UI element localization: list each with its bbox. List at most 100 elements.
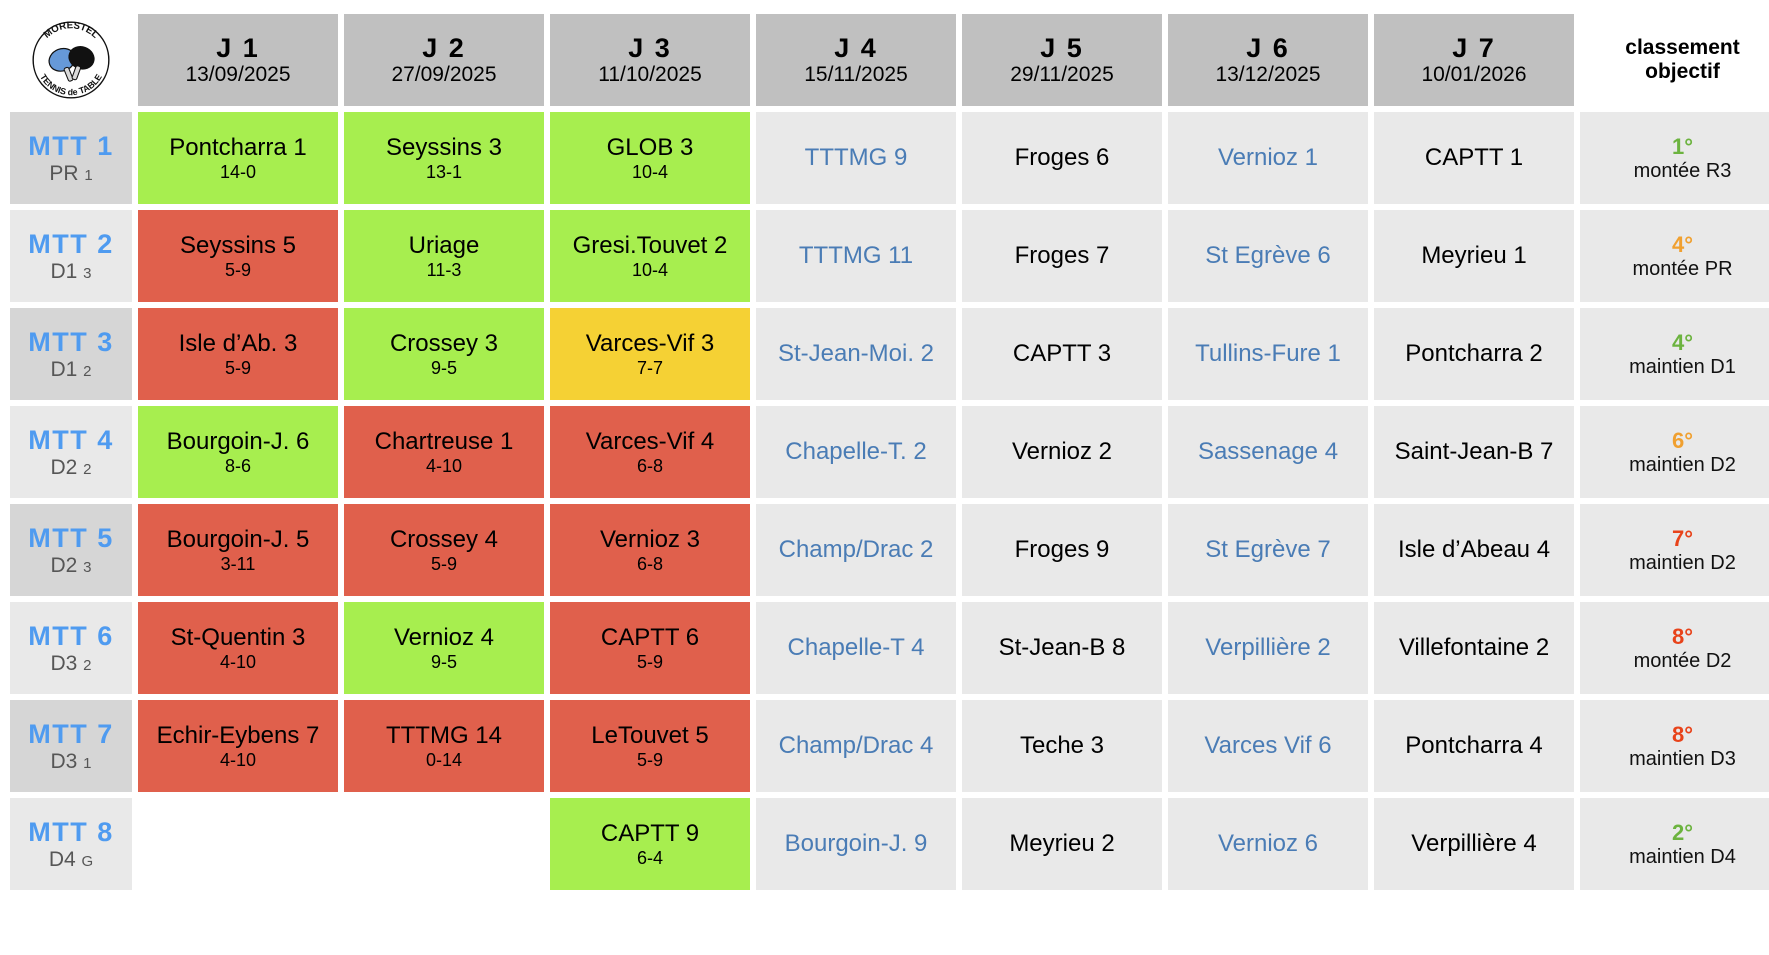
match-cell-r4-j6[interactable]: Sassenage 4 (1168, 406, 1368, 498)
club-logo: MORESTEL TENNIS de TABLE (10, 14, 132, 106)
match-opponent: Seyssins 3 (385, 134, 503, 162)
match-cell-r8-j6[interactable]: Vernioz 6 (1168, 798, 1368, 890)
match-cell-r2-j4[interactable]: TTTMG 11 (756, 210, 956, 302)
match-cell-r7-j5[interactable]: Teche 3 (962, 700, 1162, 792)
match-cell-r2-j6[interactable]: St Egrève 6 (1168, 210, 1368, 302)
match-opponent: LeTouvet 5 (591, 722, 709, 750)
match-score: 4-10 (219, 749, 257, 770)
match-opponent: Vernioz 3 (599, 526, 701, 554)
division-label: D2 (50, 455, 78, 479)
match-cell-r1-j7[interactable]: CAPTT 1 (1374, 112, 1574, 204)
team-division: D4 G (49, 849, 93, 870)
match-cell-r5-j5[interactable]: Froges 9 (962, 504, 1162, 596)
match-cell-r7-j7[interactable]: Pontcharra 4 (1374, 700, 1574, 792)
match-cell-r5-j6[interactable]: St Egrève 7 (1168, 504, 1368, 596)
match-cell-r4-j7[interactable]: Saint-Jean-B 7 (1374, 406, 1574, 498)
match-cell-r6-j6[interactable]: Verpillière 2 (1168, 602, 1368, 694)
match-cell-r3-j6[interactable]: Tullins-Fure 1 (1168, 308, 1368, 400)
match-cell-r5-j4[interactable]: Champ/Drac 2 (756, 504, 956, 596)
division-label: D3 (50, 651, 78, 675)
match-cell-r1-j4[interactable]: TTTMG 9 (756, 112, 956, 204)
match-cell-r3-j5[interactable]: CAPTT 3 (962, 308, 1162, 400)
match-opponent: Froges 7 (1014, 242, 1110, 270)
match-cell-r6-j4[interactable]: Chapelle-T 4 (756, 602, 956, 694)
match-opponent: Chapelle-T. 2 (785, 438, 927, 466)
match-score: 13-1 (425, 161, 463, 182)
match-opponent: Verpillière 2 (1205, 634, 1331, 662)
match-cell-r1-j6[interactable]: Vernioz 1 (1168, 112, 1368, 204)
match-cell-r2-j5[interactable]: Froges 7 (962, 210, 1162, 302)
objective-cell-4: 6°maintien D2 (1580, 406, 1769, 498)
match-opponent: Vernioz 6 (1217, 830, 1319, 858)
day-date: 11/10/2025 (598, 63, 702, 86)
match-score: 5-9 (224, 259, 251, 280)
day-label: J 3 (628, 33, 672, 63)
match-cell-r7-j6[interactable]: Varces Vif 6 (1168, 700, 1368, 792)
morestel-tt-logo-icon: MORESTEL TENNIS de TABLE (27, 16, 115, 104)
objective-rank: 2° (1671, 819, 1694, 845)
match-score: 10-4 (631, 259, 669, 280)
match-opponent: GLOB 3 (606, 134, 694, 162)
match-score: 6-8 (636, 553, 663, 574)
objective-goal: maintien D2 (1629, 551, 1736, 574)
match-cell-r2-j7[interactable]: Meyrieu 1 (1374, 210, 1574, 302)
match-cell-r3-j4[interactable]: St-Jean-Moi. 2 (756, 308, 956, 400)
match-cell-r7-j4[interactable]: Champ/Drac 4 (756, 700, 956, 792)
match-cell-r6-j7[interactable]: Villefontaine 2 (1374, 602, 1574, 694)
match-cell-r8-j7[interactable]: Verpillière 4 (1374, 798, 1574, 890)
match-cell-r4-j5[interactable]: Vernioz 2 (962, 406, 1162, 498)
match-cell-r6-j5[interactable]: St-Jean-B 8 (962, 602, 1162, 694)
match-score: 9-5 (430, 651, 457, 672)
match-cell-r1-j5[interactable]: Froges 6 (962, 112, 1162, 204)
team-name: MTT 3 (28, 326, 114, 357)
match-cell-r8-j1 (138, 798, 338, 890)
match-opponent: Champ/Drac 2 (778, 536, 934, 564)
match-opponent: TTTMG 11 (798, 242, 914, 270)
match-cell-r8-j4[interactable]: Bourgoin-J. 9 (756, 798, 956, 890)
match-score: 8-6 (224, 455, 251, 476)
match-cell-r8-j5[interactable]: Meyrieu 2 (962, 798, 1162, 890)
team-name: MTT 7 (28, 718, 114, 749)
objective-rank: 1° (1671, 133, 1694, 159)
match-cell-r5-j7[interactable]: Isle d’Abeau 4 (1374, 504, 1574, 596)
match-opponent: Froges 9 (1014, 536, 1110, 564)
objective-cell-8: 2°maintien D4 (1580, 798, 1769, 890)
match-cell-r3-j7[interactable]: Pontcharra 2 (1374, 308, 1574, 400)
match-opponent: Uriage (408, 232, 480, 260)
match-opponent: CAPTT 1 (1424, 144, 1524, 172)
match-opponent: Chartreuse 1 (374, 428, 514, 456)
match-cell-r4-j4[interactable]: Chapelle-T. 2 (756, 406, 956, 498)
